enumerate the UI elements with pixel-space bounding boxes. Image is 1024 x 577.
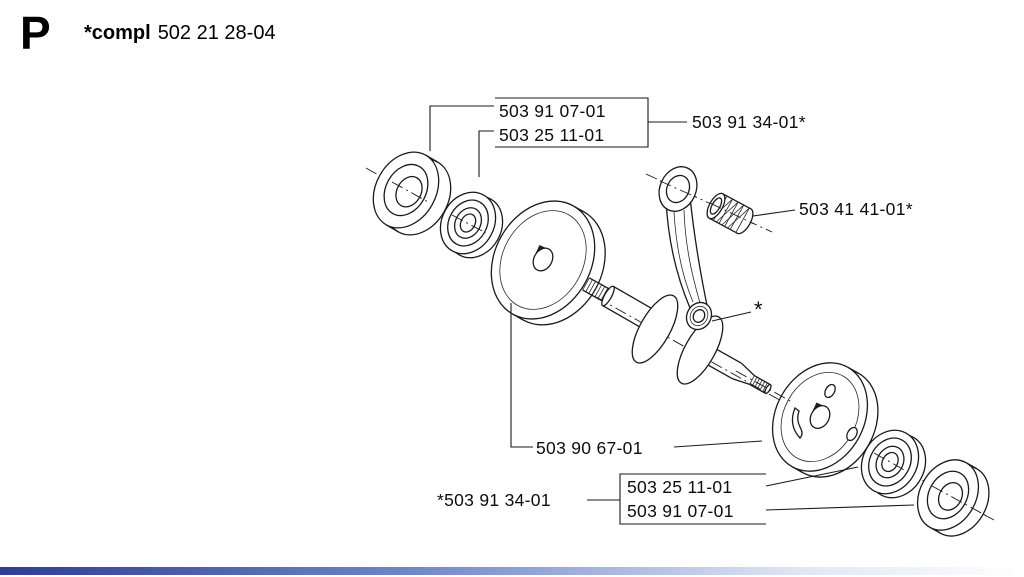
leader-bottom-bearing — [765, 466, 859, 487]
crank-web-right — [676, 315, 724, 385]
crankshaft-right-shaft — [707, 348, 772, 395]
title-compl-label: *compl — [84, 22, 151, 44]
crank-bore — [809, 404, 831, 430]
part-label-needle-bearing: 503 41 41-01* — [799, 199, 913, 219]
balance-hole — [846, 426, 858, 442]
leader-top-ring — [429, 105, 494, 151]
crank-pin-eye — [685, 301, 713, 331]
part-label-ring-bottom: 503 91 07-01 — [627, 501, 734, 521]
flywheel-right — [771, 362, 879, 478]
crank-bore — [532, 247, 554, 272]
title-part-number: 502 21 28-04 — [157, 22, 276, 44]
leader-lines — [429, 97, 915, 525]
needle-bearing-cage — [706, 192, 754, 235]
bracket-bottom-kit — [619, 473, 766, 525]
part-label-bearing-top: 503 25 11-01 — [499, 125, 605, 145]
leader-needle-bearing — [752, 209, 796, 217]
leader-crankshaft-right — [673, 440, 763, 448]
leader-crank-star — [711, 311, 752, 322]
crankshaft-left-shaft — [582, 277, 654, 330]
crescent-slot — [791, 406, 803, 439]
part-label-crankshaft: 503 90 67-01 — [536, 438, 643, 458]
section-letter: P — [20, 7, 51, 59]
part-label-ring-top: 503 91 07-01 — [499, 101, 606, 121]
part-label-kit-top: 503 91 34-01* — [692, 112, 806, 132]
part-label-bearing-bottom: 503 25 11-01 — [627, 477, 733, 497]
crank-web-left — [631, 294, 679, 364]
leader-top-bearing — [478, 130, 494, 177]
part-label-kit-bottom: *503 91 34-01 — [437, 490, 551, 510]
page-title: *compl 502 21 28-04 — [84, 22, 276, 45]
centerline-through-bores — [391, 180, 995, 521]
flywheel-left — [490, 200, 606, 326]
part-label-crank-asterisk: * — [754, 297, 763, 322]
leader-crankshaft-left — [510, 303, 533, 448]
leader-bottom-ring — [765, 504, 915, 511]
footer-gradient-bar — [0, 567, 1024, 575]
connecting-rod — [658, 166, 709, 311]
balance-hole — [824, 383, 836, 399]
